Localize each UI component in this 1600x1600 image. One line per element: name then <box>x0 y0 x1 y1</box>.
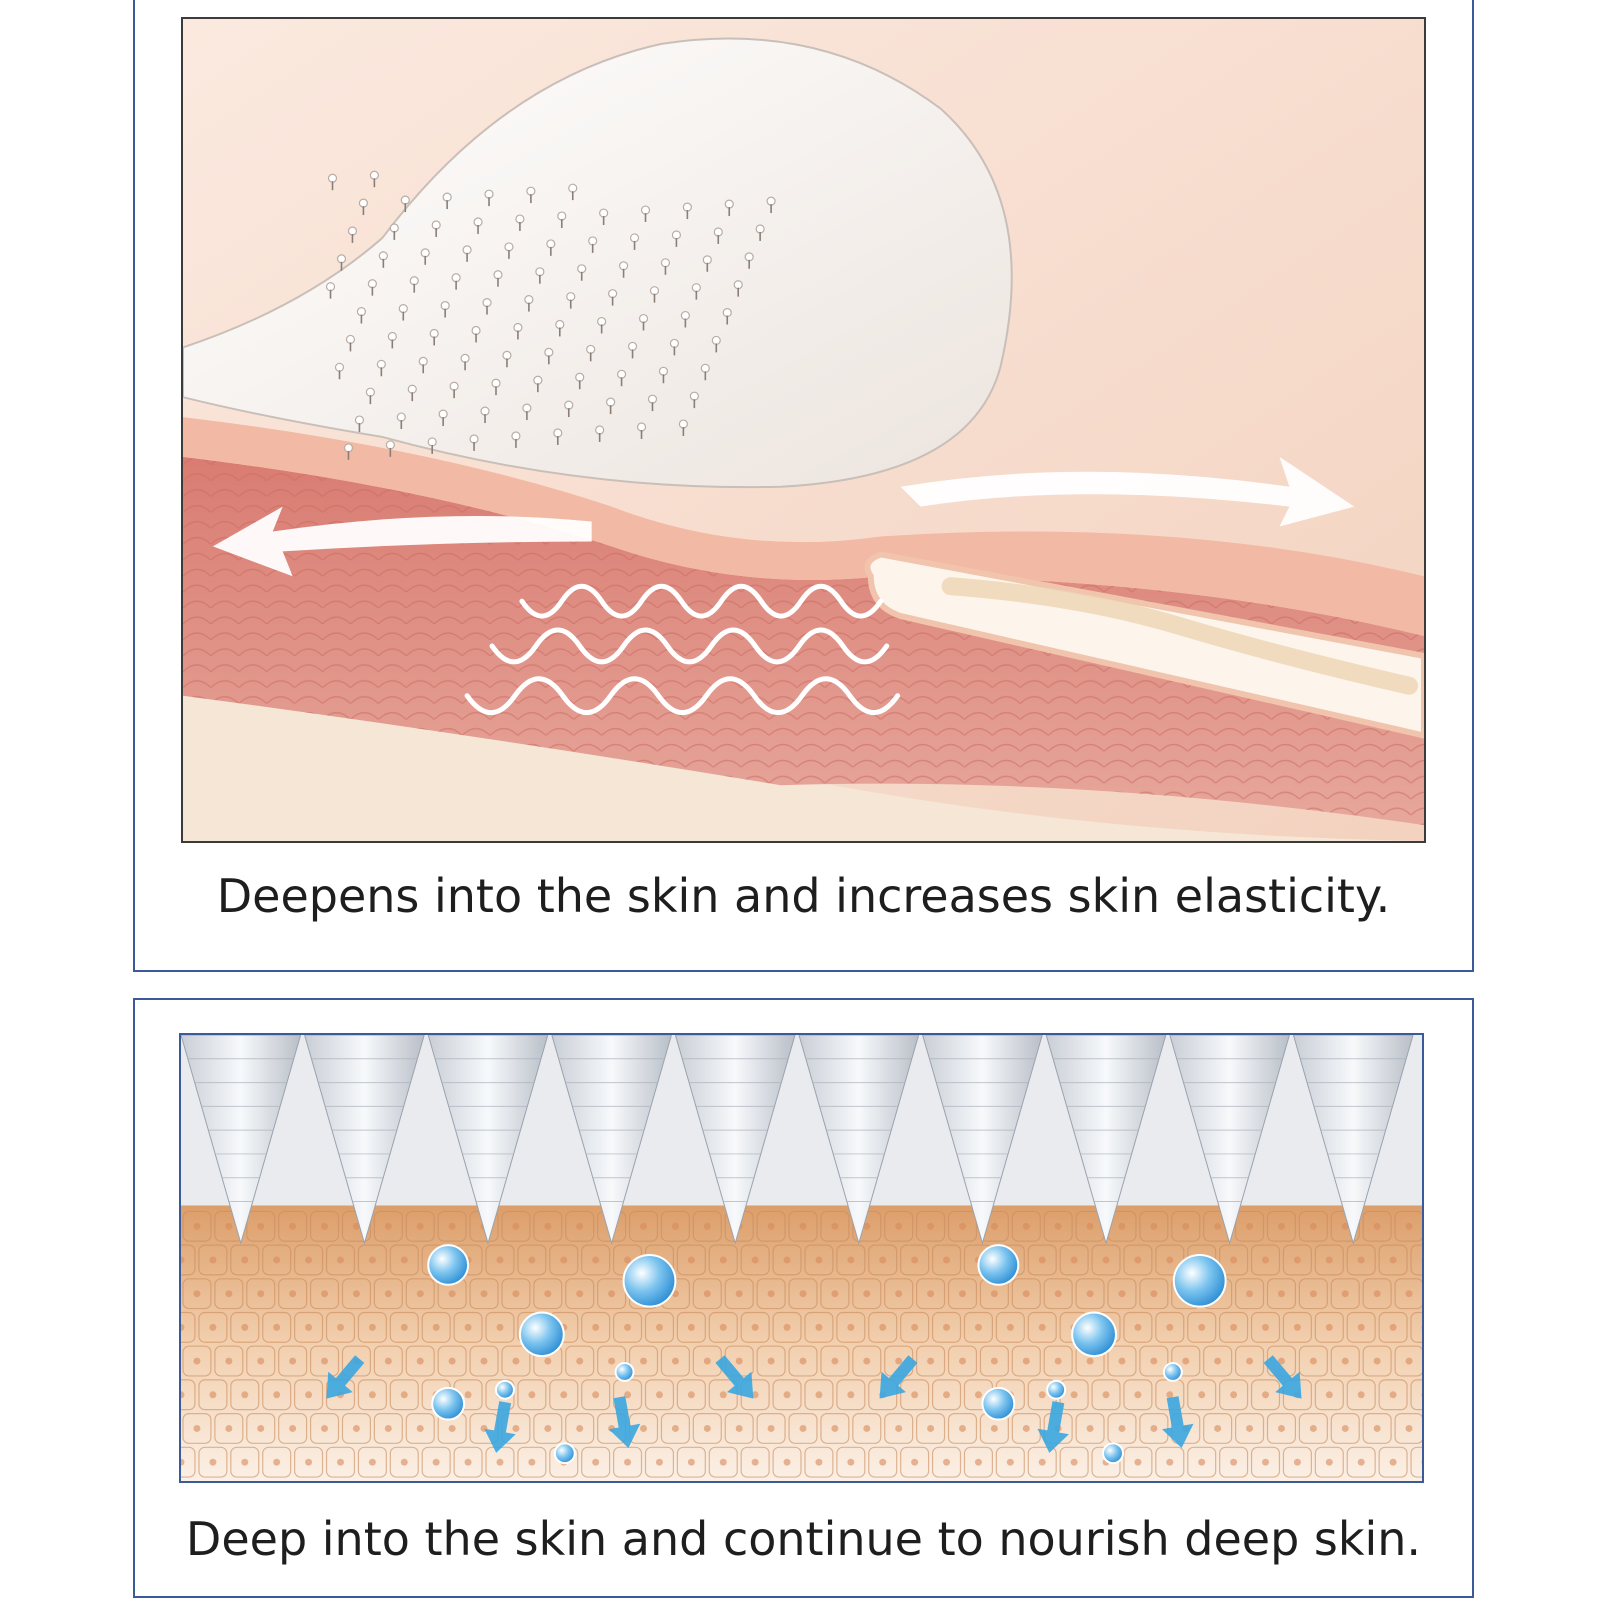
caption-skin-elasticity: Deepens into the skin and increases skin… <box>216 869 1391 923</box>
microneedle-patch-illustration <box>181 17 1426 843</box>
left-arrow-icon <box>212 506 592 577</box>
caption-nourish-deep-skin: Deep into the skin and continue to nouri… <box>185 1512 1422 1566</box>
bottom-panel: Deep into the skin and continue to nouri… <box>133 998 1474 1598</box>
top-panel: Deepens into the skin and increases skin… <box>133 0 1474 972</box>
serum-delivery-illustration <box>179 1033 1424 1483</box>
wave-lines-icon <box>464 583 901 715</box>
skin-cells-graphic <box>181 1035 1422 1481</box>
microneedle-cones <box>181 1035 1414 1245</box>
right-arrow-icon <box>900 456 1355 527</box>
microneedle-array <box>325 170 776 460</box>
skin-cross-section-graphic <box>183 19 1424 841</box>
serum-bubbles <box>427 1244 1227 1465</box>
blue-arrow-icons <box>326 1355 1302 1453</box>
